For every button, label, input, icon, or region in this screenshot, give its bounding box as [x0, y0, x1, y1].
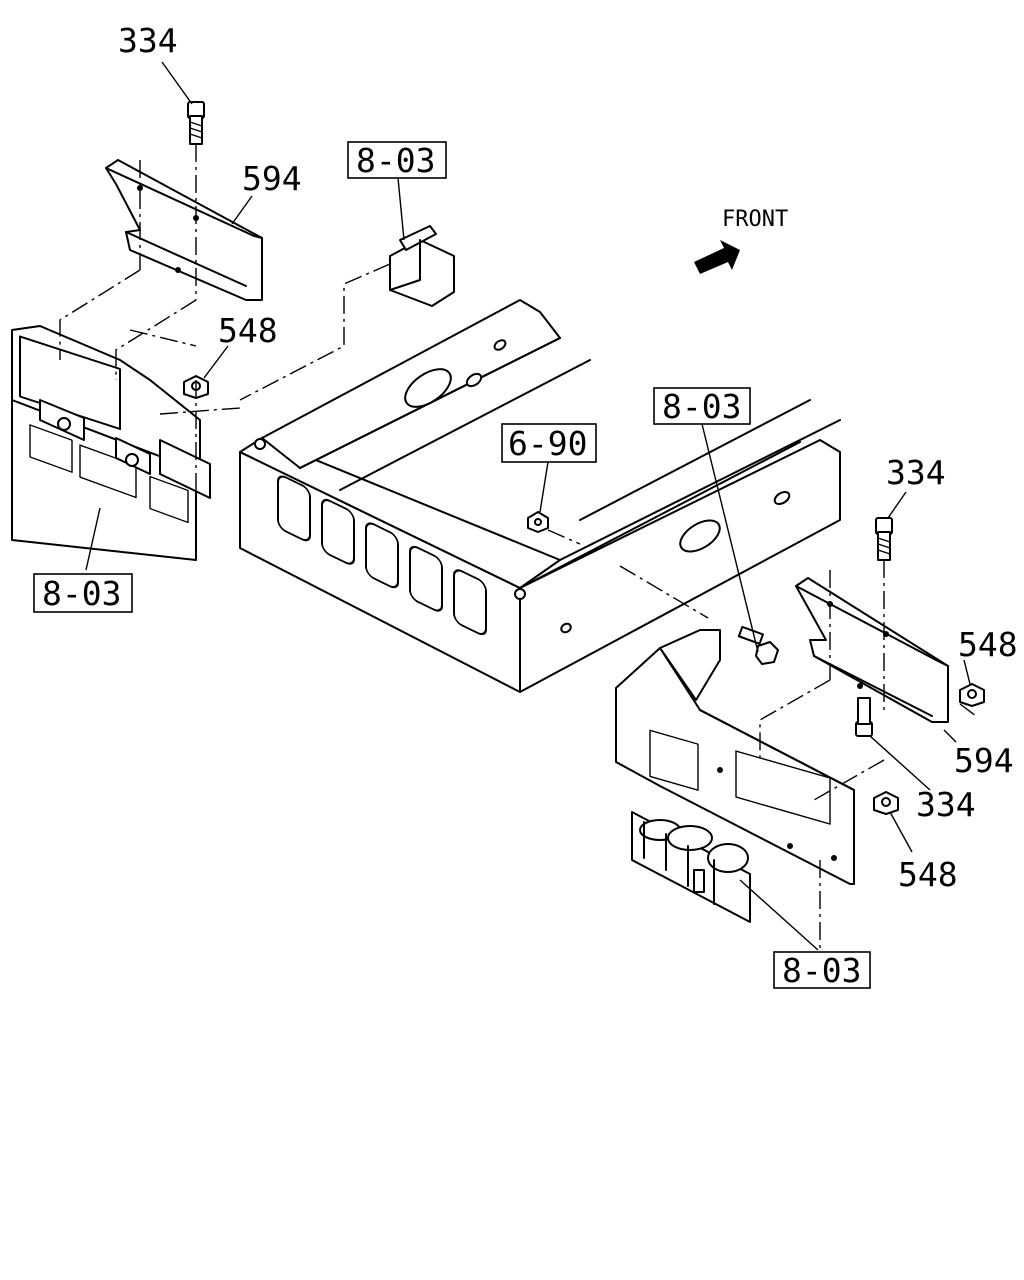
ref-box-lower-left [33, 573, 133, 613]
front-arrow-icon [694, 240, 740, 274]
callout-ref-center-right: 8-03 [662, 387, 741, 426]
right-center-bolt [737, 625, 779, 665]
left-lamp-bracket [11, 325, 211, 561]
callout-ref-lower-left: 8-03 [42, 574, 121, 613]
right-lamp-bracket [615, 629, 855, 885]
callout-594-left: 594 [242, 159, 302, 198]
frame-nut-6-90 [527, 511, 549, 533]
callout-548-left: 548 [218, 311, 278, 350]
frame-crossmember [239, 299, 841, 693]
left-bracket-594 [105, 159, 263, 301]
right-bracket-594 [795, 577, 949, 723]
callout-ref-top-center: 8-03 [356, 141, 435, 180]
right-assembly-lines [547, 529, 977, 950]
callout-ref-lower-right: 8-03 [782, 951, 861, 990]
ref-box-lower-right [773, 951, 871, 989]
callout-ref-center: 6-90 [508, 424, 587, 463]
left-assembly-lines [59, 144, 241, 560]
right-bolt-lower-334 [855, 697, 873, 737]
callout-548-right-lower: 548 [898, 855, 958, 894]
ref-box-top-center [347, 141, 447, 179]
right-nut-upper-548 [959, 683, 985, 707]
connector-module-top [239, 225, 455, 401]
callout-548-right-upper: 548 [958, 625, 1018, 664]
leader-lines [85, 61, 971, 951]
ref-box-center-right [653, 387, 751, 425]
callout-334-upper-left: 334 [118, 21, 178, 60]
front-direction-label: FRONT [722, 207, 788, 232]
ref-box-center [501, 423, 597, 463]
callout-594-right: 594 [954, 741, 1014, 780]
left-bolt-334 [187, 101, 205, 145]
right-combination-lamp [631, 811, 751, 923]
callout-334-right-lower: 334 [916, 785, 976, 824]
right-nut-lower-548 [873, 791, 899, 815]
right-bolt-upper-334 [875, 517, 893, 561]
callout-334-upper-right: 334 [886, 453, 946, 492]
